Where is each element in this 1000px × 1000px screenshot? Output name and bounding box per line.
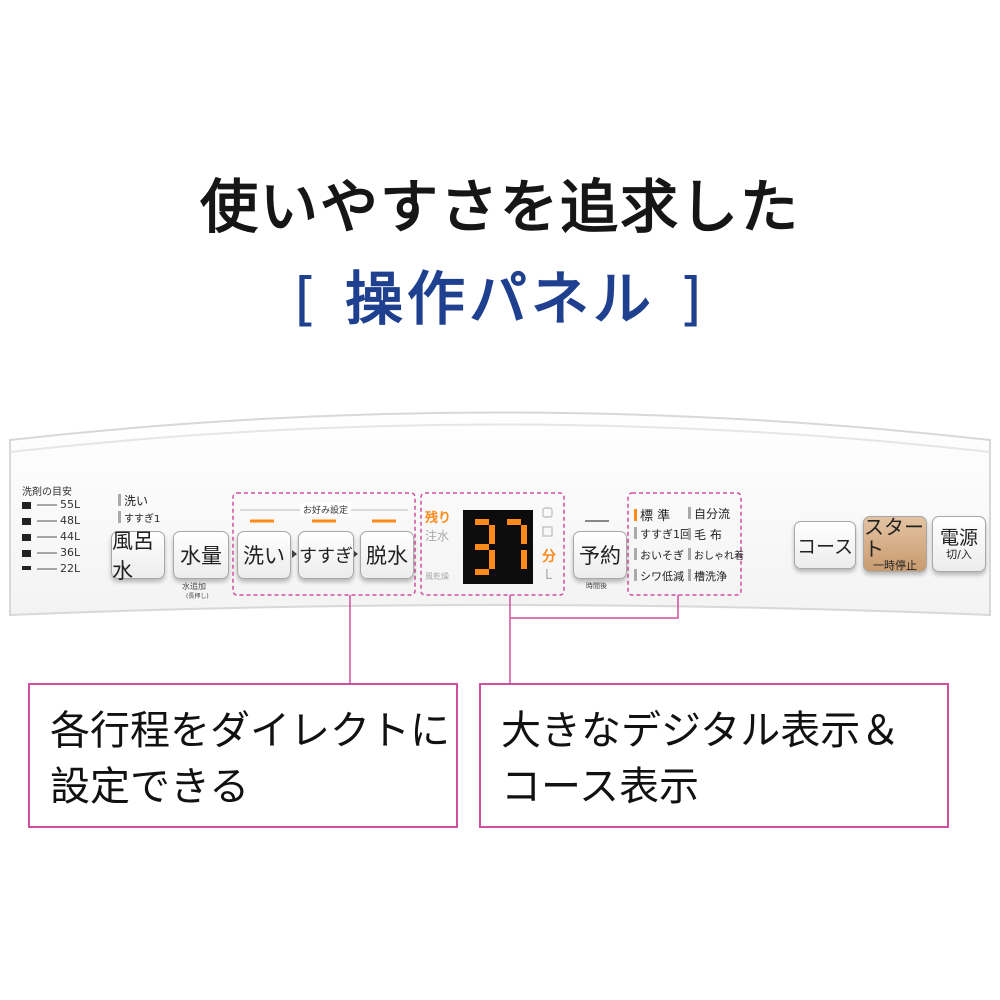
power-label: 電源 xyxy=(939,526,978,549)
digit-segment xyxy=(507,519,521,525)
course-rinse-once: すすぎ1回 xyxy=(634,526,691,542)
callout-left-line1: 各行程をダイレクトに xyxy=(50,708,450,754)
panel-top-rim xyxy=(9,423,991,453)
seven-segment-digits xyxy=(475,519,527,575)
arrow-icon xyxy=(353,550,358,558)
start-pause-button[interactable]: スタート 一時停止 xyxy=(863,516,927,572)
digital-display xyxy=(463,510,533,584)
bracket-close: ] xyxy=(679,265,706,333)
digit-segment xyxy=(489,550,495,569)
digit-segment xyxy=(521,525,527,544)
minutes-label: 分 xyxy=(542,549,556,565)
detergent-level-44: 44L xyxy=(60,530,81,543)
power-button[interactable]: 電源 切/入 xyxy=(932,516,986,572)
detergent-level-55: 55L xyxy=(60,498,81,511)
detergent-level-22: 22L xyxy=(60,562,81,575)
course-custom: 自分流 xyxy=(688,505,730,522)
callout-digital-display: 大きなデジタル表示＆ コース表示 xyxy=(479,683,949,828)
course-standard: 標 準 xyxy=(634,505,670,524)
course-quick: おいそぎ xyxy=(634,547,684,563)
headline-title: 使いやすさを追求した xyxy=(199,173,800,241)
pause-label: 一時停止 xyxy=(873,559,917,572)
digit-segment xyxy=(475,519,489,525)
course-blanket: 毛 布 xyxy=(688,526,722,543)
course-group-box xyxy=(627,492,742,596)
liters-label: L xyxy=(545,568,553,583)
bracket-open: [ xyxy=(294,265,321,333)
arrow-icon xyxy=(292,550,297,558)
connector-course xyxy=(510,595,679,619)
wash-button[interactable]: 洗い xyxy=(237,531,291,579)
reserve-button[interactable]: 予約 xyxy=(573,531,627,579)
remaining-label: 残り xyxy=(425,511,452,526)
lock-icon xyxy=(542,507,553,518)
start-label: スタート xyxy=(864,515,924,561)
course-delicate: おしゃれ着 xyxy=(688,547,744,562)
water-fill-label: 注水 xyxy=(425,529,450,543)
rinse-button[interactable]: すすぎ xyxy=(298,531,354,579)
detergent-level-48: 48L xyxy=(60,514,81,527)
preference-title: お好み設定 xyxy=(300,503,352,516)
course-wrinkle-reduce: シワ低減 xyxy=(634,568,684,584)
panel-title: 操作パネル xyxy=(344,265,655,333)
detergent-guide-title: 洗剤の目安 xyxy=(22,487,72,498)
digit-segment xyxy=(475,544,489,550)
power-onoff-label: 切/入 xyxy=(946,547,972,561)
course-button[interactable]: コース xyxy=(794,521,856,569)
digit-segment xyxy=(489,525,495,544)
digit-segment xyxy=(475,569,489,575)
water-level-button[interactable]: 水量 xyxy=(173,531,229,579)
headline-subtitle: [ 操作パネル] xyxy=(0,252,1000,336)
callout-left-line2: 設定できる xyxy=(50,764,250,810)
rinse1-indicator: すすぎ1 xyxy=(118,510,160,525)
display-group-box xyxy=(420,492,565,596)
callout-right-line1: 大きなデジタル表示＆ xyxy=(501,708,901,754)
digit-segment xyxy=(521,550,527,569)
detergent-level-36: 36L xyxy=(60,546,81,559)
bath-water-button[interactable]: 風呂水 xyxy=(111,529,165,583)
status-icon xyxy=(542,526,553,537)
course-tub-clean: 槽洗浄 xyxy=(688,568,727,584)
dry-label: 風乾燥 xyxy=(425,572,449,581)
wash-indicator: 洗い xyxy=(118,492,148,509)
preference-group-box xyxy=(232,492,416,596)
callout-right-line2: コース表示 xyxy=(501,764,699,810)
callout-direct-setting: 各行程をダイレクトに 設定できる xyxy=(28,683,458,828)
reserve-hours-label: 時間後 xyxy=(586,582,607,590)
water-add-label: 水追加 xyxy=(182,582,206,591)
water-add-hint: (長押し) xyxy=(186,593,209,600)
detergent-level-icons xyxy=(22,502,31,570)
spin-button[interactable]: 脱水 xyxy=(360,531,414,579)
